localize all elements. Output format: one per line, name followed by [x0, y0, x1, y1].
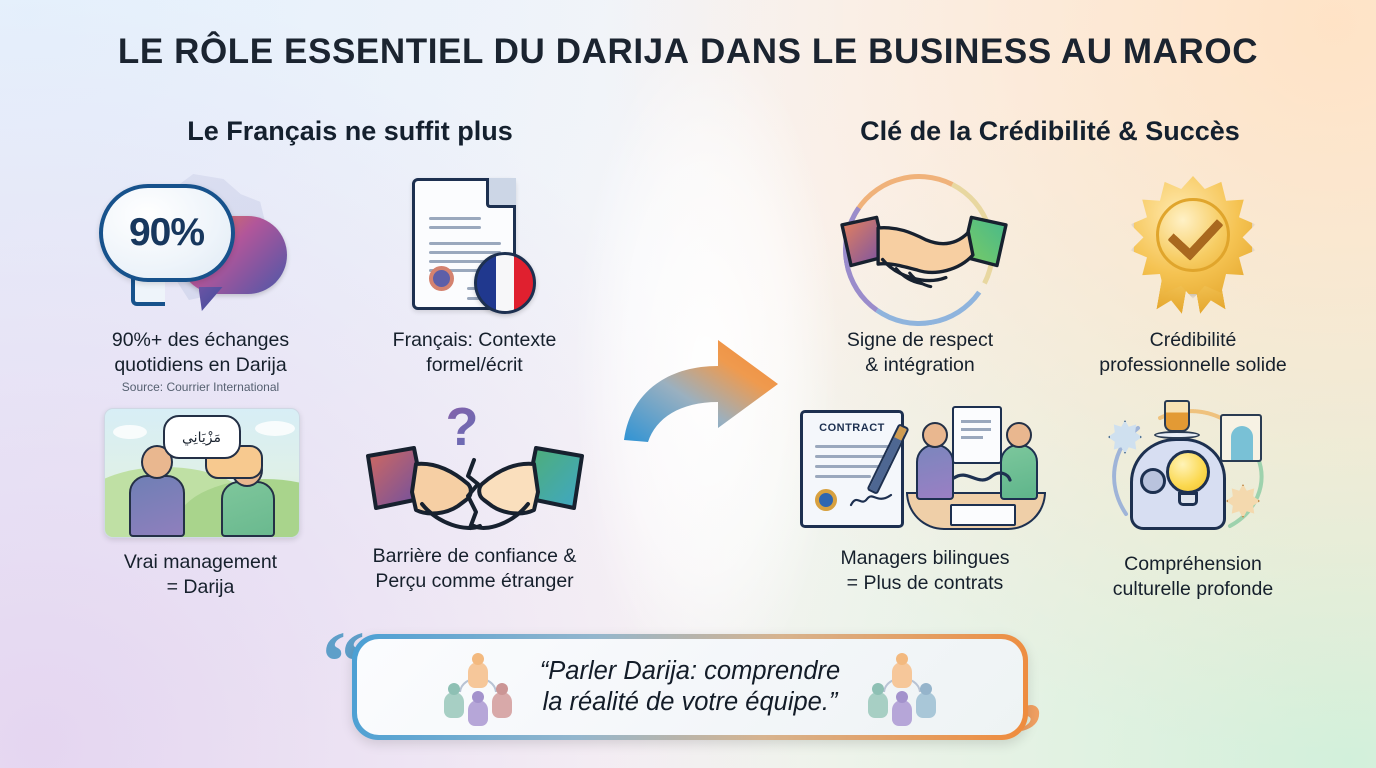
right-column-heading: Clé de la Crédibilité & Succès	[860, 116, 1240, 146]
official-seal-icon	[428, 266, 454, 291]
manager-left-body	[916, 444, 954, 500]
arabic-bubble-text: مَزْيَانِي	[182, 428, 221, 445]
tea-saucer-icon	[1154, 431, 1200, 439]
caption-trust-barrier: Barrière de confiance & Perçu comme étra…	[372, 545, 577, 592]
page-title-part-after: DANS LE BUSINESS AU MAROC	[689, 32, 1259, 71]
contract-signing-handshake-icon: CONTRACT	[794, 400, 1056, 540]
team-group-icon-right	[862, 653, 942, 726]
primary-speech-bubble: 90%	[98, 184, 235, 282]
caption-stat-darija: 90%+ des échanges quotidiens en Darija	[111, 329, 290, 376]
page-title: LE RÔLE ESSENTIEL DU DARIJA DANS LE BUSI…	[0, 32, 1376, 72]
quote-text: “Parler Darija: comprendre la réalité de…	[539, 656, 841, 716]
handshake-arcs-icon	[823, 154, 1015, 346]
page-title-part-before: LE RÔLE ESSENTIEL DU	[117, 32, 556, 71]
team-person-left	[868, 683, 889, 718]
document-french-flag-icon	[390, 172, 560, 322]
speech-bubbles-icon: 90%	[95, 172, 307, 322]
caption-french-formal: Français: Contexte formel/écrit	[392, 329, 557, 376]
two-people-conversation-icon: مَزْيَانِي	[88, 408, 314, 540]
caption-cultural-understanding: Compréhension culturelle profonde	[1112, 553, 1274, 600]
cell-respect-sign: Signe de respect & intégration	[800, 154, 1040, 377]
left-column-heading: Le Français ne suffit plus	[187, 116, 513, 146]
team-person-right	[916, 683, 937, 718]
broken-handshake-question-icon: ?	[362, 396, 588, 540]
french-flag-icon	[473, 252, 536, 314]
held-document-icon	[952, 406, 1002, 464]
team-person-bottom	[467, 691, 488, 726]
team-person-right	[491, 683, 512, 718]
stat-value: 90%	[128, 211, 205, 254]
manager-left-head	[922, 422, 948, 448]
badge-inner-circle	[1156, 198, 1230, 272]
gold-award-check-icon	[1112, 172, 1274, 322]
page-title-emphasis: DARIJA	[555, 32, 690, 71]
quote-box-inner: “Parler Darija: comprendre la réalité de…	[357, 639, 1023, 735]
quote-box: “Parler Darija: comprendre la réalité de…	[352, 634, 1028, 740]
managers-handshake-glyph	[952, 471, 1012, 482]
team-person-top	[892, 653, 913, 688]
gear-icon	[1140, 468, 1166, 494]
caption-real-management: Vrai management = Darija	[123, 551, 278, 598]
curved-right-arrow-icon	[614, 322, 794, 448]
cell-trust-barrier: ? Barrière de confiance &	[352, 396, 597, 593]
page-fold-corner	[486, 177, 516, 208]
team-person-left	[443, 683, 464, 718]
manager-right-head	[1006, 422, 1032, 448]
question-mark-icon: ?	[445, 397, 479, 457]
lightbulb-icon	[1166, 450, 1210, 494]
broken-handshake-glyph	[365, 446, 584, 530]
source-note: Source: Courrier International	[121, 380, 280, 395]
contract-label: CONTRACT	[819, 422, 885, 434]
cell-french-formal: Français: Contexte formel/écrit	[352, 172, 597, 377]
head-lightbulb-culture-icon	[1098, 398, 1288, 546]
caption-bilingual-managers: Managers bilingues = Plus de contrats	[840, 547, 1010, 594]
cell-stat-darija: 90% 90%+ des échanges quotidiens en Dari…	[78, 172, 323, 395]
moroccan-arch-icon	[1220, 414, 1262, 462]
team-person-top	[467, 653, 488, 688]
cell-bilingual-managers: CONTRACT	[790, 400, 1060, 595]
cell-cultural-understanding: Compréhension culturelle profonde	[1068, 398, 1318, 601]
paper-stack-icon	[950, 504, 1016, 526]
cell-real-management: مَزْيَانِي Vrai management = Darija	[78, 408, 323, 599]
contract-seal-icon	[815, 489, 837, 511]
arabic-speech-bubble: مَزْيَانِي	[162, 415, 241, 459]
handshake-glyph	[840, 215, 1008, 289]
person-left-body	[128, 475, 185, 537]
caption-respect-sign: Signe de respect & intégration	[846, 329, 994, 376]
lightbulb-base	[1178, 492, 1198, 506]
mint-tea-glass-icon	[1164, 400, 1190, 432]
caption-professional-credibility: Crédibilité professionnelle solide	[1099, 329, 1287, 376]
signature-glyph	[849, 493, 893, 507]
team-group-icon-left	[438, 653, 518, 726]
conversation-scene: مَزْيَانِي	[103, 408, 300, 538]
team-person-bottom	[892, 691, 913, 726]
cell-professional-credibility: Crédibilité professionnelle solide	[1068, 172, 1318, 377]
person-right-body	[220, 481, 275, 537]
